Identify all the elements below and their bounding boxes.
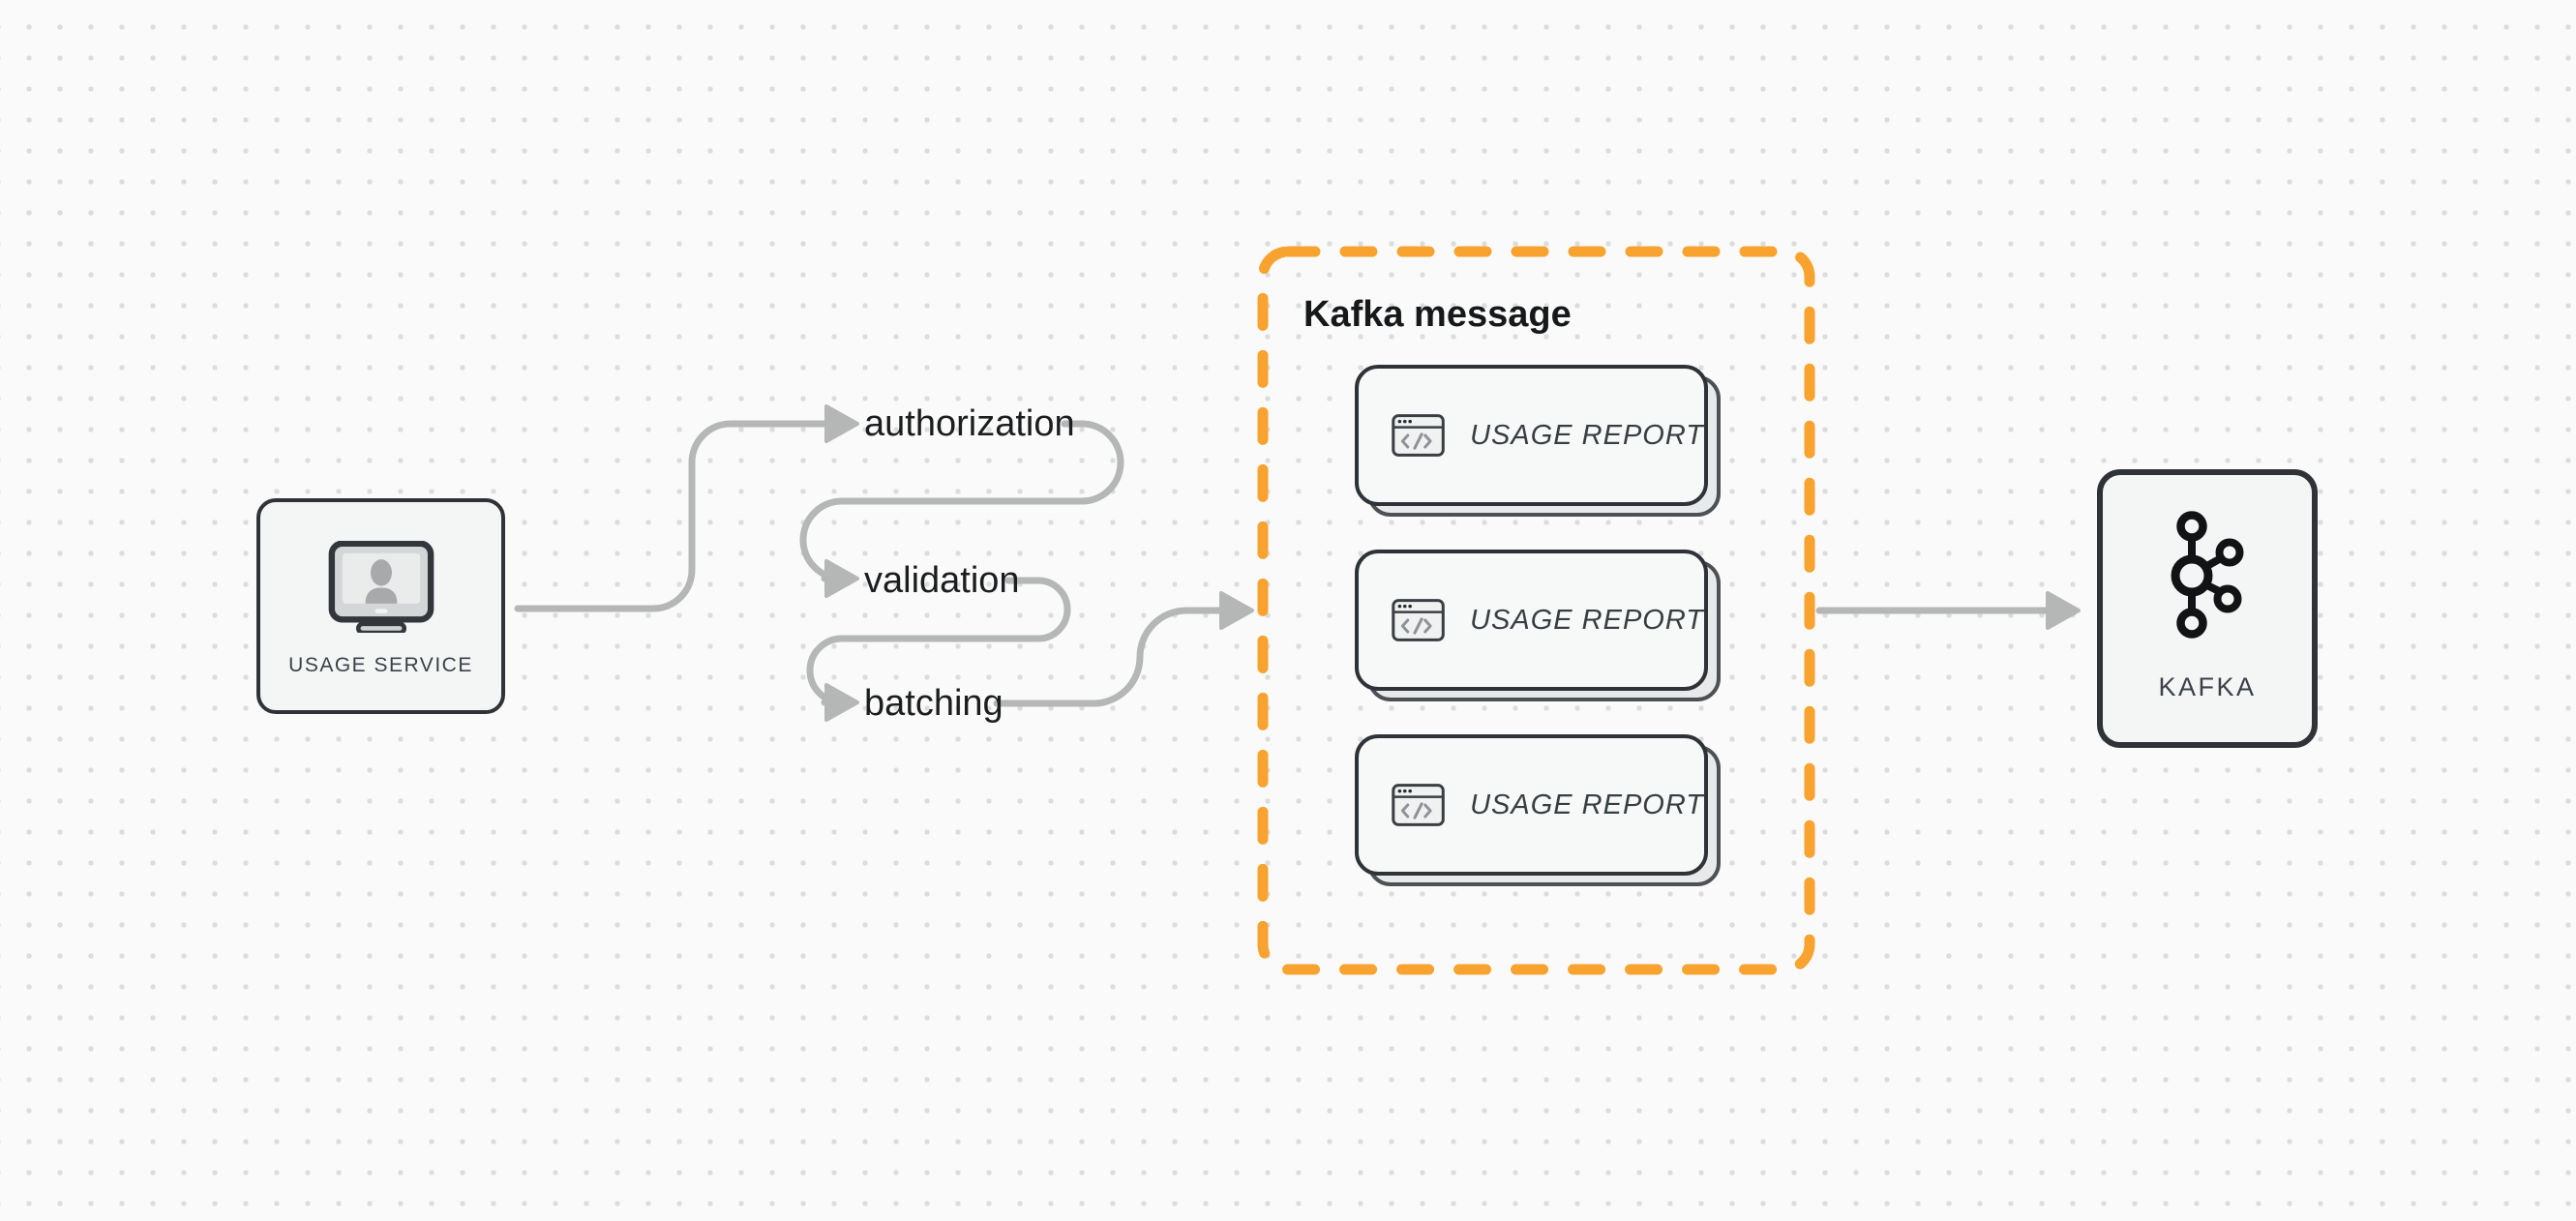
code-window-icon — [1392, 414, 1445, 457]
usage-report-card: USAGE REPORT — [1355, 550, 1721, 701]
flow-step-batching: batching — [864, 683, 1003, 724]
arrowhead-batching — [824, 683, 859, 722]
arrowhead-group — [1219, 591, 1254, 630]
wire-authorization-to-validation — [799, 420, 1124, 582]
code-window-icon — [1392, 599, 1445, 641]
monitor-user-icon — [328, 541, 434, 633]
kafka-message-group-border — [1257, 246, 1815, 975]
usage-report-label: USAGE REPORT — [1470, 419, 1704, 451]
usage-service-label: USAGE SERVICE — [288, 654, 473, 676]
wire-batching-to-group — [993, 607, 1223, 707]
usage-service-node: USAGE SERVICE — [256, 498, 505, 714]
usage-report-card: USAGE REPORT — [1355, 734, 1721, 886]
kafka-message-group-title: Kafka message — [1303, 294, 1572, 335]
kafka-logo-icon — [2171, 511, 2244, 639]
usage-report-card: USAGE REPORT — [1355, 365, 1721, 517]
kafka-label: KAFKA — [2158, 672, 2257, 701]
flow-step-validation: validation — [864, 560, 1020, 601]
kafka-node: KAFKA — [2097, 469, 2318, 748]
usage-report-label: USAGE REPORT — [1470, 789, 1704, 820]
flow-step-authorization: authorization — [864, 403, 1075, 444]
usage-report-label: USAGE REPORT — [1470, 604, 1704, 636]
arrowhead-kafka — [2046, 591, 2081, 630]
code-window-icon — [1392, 784, 1445, 826]
wire-usage-to-authorization — [514, 420, 828, 612]
arrowhead-validation — [824, 559, 859, 598]
wire-validation-to-batching — [806, 577, 1071, 706]
arrowhead-authorization — [824, 404, 859, 443]
